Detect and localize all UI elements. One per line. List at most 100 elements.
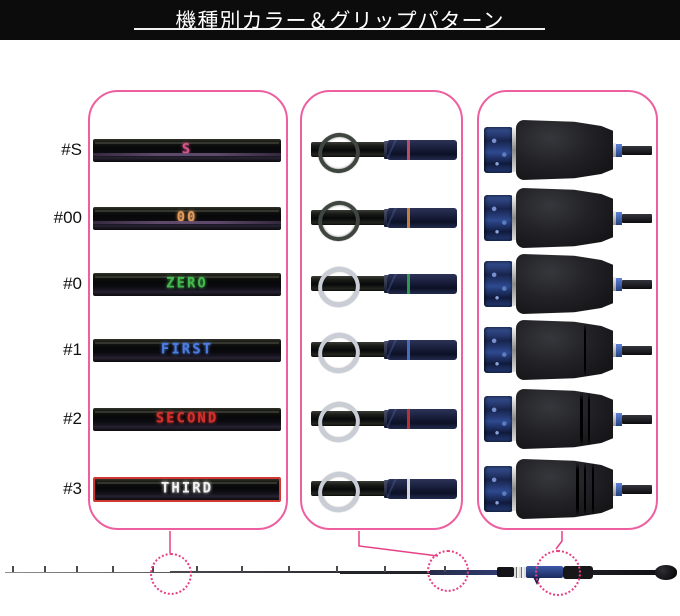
grip-silver-collar — [512, 262, 516, 306]
guide-blank-right — [386, 274, 457, 294]
grip-foam — [516, 459, 613, 519]
guide-blank-right — [386, 208, 457, 228]
grip-shaft — [622, 279, 652, 289]
grip-silver-collar — [512, 196, 516, 240]
grip-butt-section — [484, 127, 513, 173]
guide-blank-left — [311, 481, 393, 496]
grip-foam — [516, 120, 613, 180]
blank-photo: THIRD — [93, 476, 281, 502]
grip-groove — [576, 462, 579, 516]
rod-guide-tick — [288, 566, 290, 572]
grip-silver-collar — [512, 328, 516, 372]
blank-photo: S — [93, 138, 281, 162]
grip-butt-section — [484, 195, 513, 241]
rod-guide-tick — [112, 566, 114, 572]
guide-photo — [311, 396, 457, 448]
reel-seat-silver-ring — [514, 566, 526, 578]
title-underline — [134, 28, 545, 30]
grip-foam — [516, 389, 613, 449]
grip-blue-band — [616, 343, 622, 357]
guide-blank-joint — [384, 209, 389, 227]
grip-foam — [516, 254, 613, 314]
grip-photo — [484, 253, 652, 315]
grip-photo — [484, 119, 652, 181]
accent-ring — [407, 274, 411, 294]
blank-logo-text: FIRST — [160, 341, 214, 358]
rod-guide-tick — [12, 566, 14, 572]
grip-groove — [583, 323, 587, 377]
grip-groove — [580, 392, 583, 446]
header-bar: 機種別カラー＆グリップパターン — [0, 0, 680, 40]
grip-photo — [484, 388, 652, 450]
blank-photo: ZERO — [93, 272, 281, 296]
grip-groove — [583, 462, 587, 516]
grip-blue-band — [616, 211, 622, 225]
guide-ring-icon — [312, 327, 366, 379]
zoom-circle-guide — [427, 550, 469, 592]
grip-butt-section — [484, 466, 513, 512]
guide-blank-left — [311, 142, 393, 157]
guide-ring-icon — [312, 261, 366, 313]
blank-logo-text: ZERO — [166, 275, 208, 292]
rod-guide-tick — [196, 566, 198, 572]
grip-right-ring — [613, 343, 616, 357]
row-label: #0 — [63, 274, 82, 293]
guide-blank-right — [386, 409, 457, 429]
grip-photo — [484, 458, 652, 520]
guide-photo — [311, 327, 457, 379]
guide-photo — [311, 466, 457, 518]
page-title: 機種別カラー＆グリップパターン — [175, 10, 505, 33]
guide-blank-joint — [384, 410, 389, 428]
zoom-circle-grip — [535, 550, 581, 596]
grip-foam — [516, 188, 613, 248]
row-label: #S — [61, 140, 82, 159]
grip-blue-band — [616, 412, 622, 426]
accent-ring — [407, 409, 411, 429]
guide-blank-right — [386, 479, 457, 499]
blank-logo-text: THIRD — [160, 480, 214, 497]
guide-blank-right — [386, 340, 457, 360]
blank-sheen — [95, 141, 279, 144]
accent-ring — [407, 340, 411, 360]
guide-blank-left — [311, 411, 393, 426]
rod-mid-section — [170, 571, 340, 574]
guide-photo — [311, 195, 457, 247]
grip-silver-collar — [512, 397, 516, 441]
row-label: #3 — [63, 479, 82, 498]
guide-photo — [311, 127, 457, 179]
rod-butt-cap — [655, 564, 677, 580]
blank-logo-text: S — [181, 141, 193, 158]
blank-logo-text: SECOND — [155, 410, 219, 427]
zoom-circle-blank — [150, 553, 192, 595]
grip-shaft — [622, 213, 652, 223]
rod-lower-section — [340, 570, 432, 574]
grip-shaft — [622, 145, 652, 155]
guide-ring-icon — [312, 127, 366, 179]
guide-ring-icon — [312, 396, 366, 448]
grip-shaft — [622, 345, 652, 355]
blank-photo: SECOND — [93, 407, 281, 431]
row-label: #1 — [63, 340, 82, 359]
rod-tip-section — [5, 571, 170, 574]
blank-logo-text: 00 — [176, 209, 198, 226]
grip-right-ring — [613, 143, 616, 157]
grip-shaft — [622, 484, 652, 494]
rod-foregrip — [497, 567, 514, 577]
guide-photo — [311, 261, 457, 313]
guide-ring-icon — [312, 195, 366, 247]
accent-ring — [407, 479, 411, 499]
row-label: #00 — [53, 208, 82, 227]
grip-right-ring — [613, 277, 616, 291]
blank-photo: FIRST — [93, 338, 281, 362]
blank-sheen — [95, 275, 279, 278]
blank-sheen — [97, 481, 277, 484]
grip-butt-section — [484, 327, 513, 373]
grip-shaft — [622, 414, 652, 424]
guide-blank-joint — [384, 480, 389, 498]
blank-sheen — [95, 341, 279, 344]
rod-guide-tick — [76, 566, 78, 572]
rod-rear-shaft — [593, 569, 657, 575]
accent-ring — [407, 140, 411, 160]
grip-silver-collar — [512, 467, 516, 511]
